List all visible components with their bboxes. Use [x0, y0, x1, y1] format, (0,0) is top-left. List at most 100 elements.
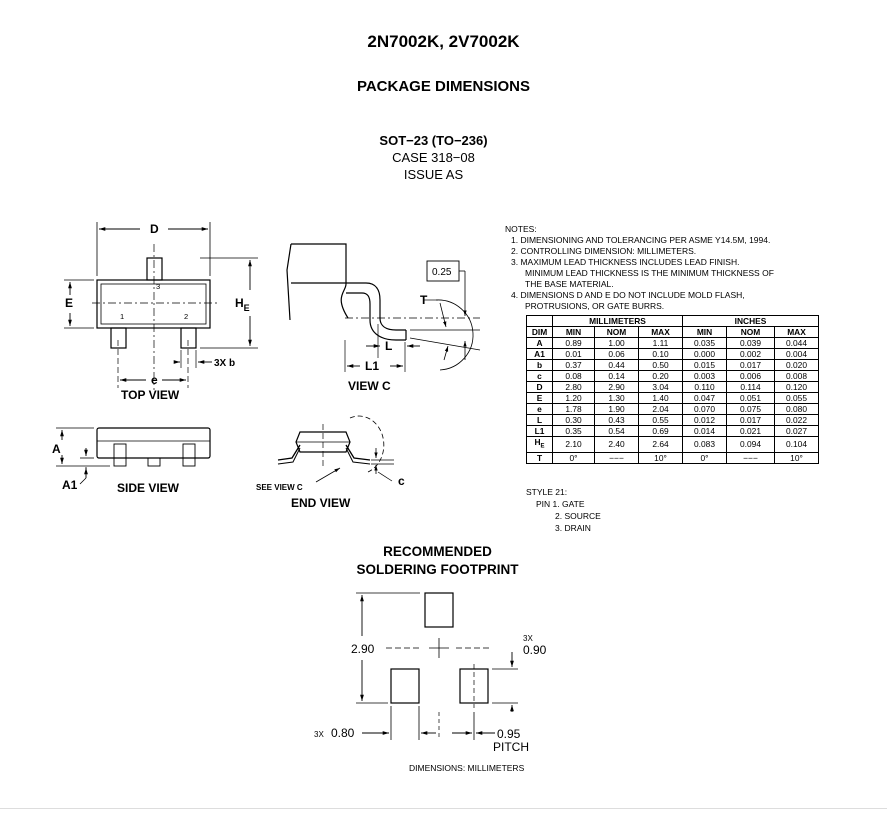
footprint-units-note: DIMENSIONS: MILLIMETERS: [409, 763, 525, 773]
pin-3-number: 3: [156, 282, 160, 291]
footprint-pitch-value: 0.95: [497, 727, 521, 741]
value-cell: 0.012: [682, 414, 727, 426]
dim-symbol: H: [534, 437, 541, 447]
note-line: THE BASE MATERIAL.: [525, 279, 614, 289]
value-cell: 0.120: [774, 381, 819, 393]
value-cell: 0°: [682, 451, 727, 464]
value-cell: 0.54: [594, 425, 639, 437]
value-cell: 0.015: [682, 359, 727, 371]
value-cell: 0.075: [726, 403, 775, 415]
value-cell: 0.083: [682, 436, 727, 453]
dim-a-label: A: [52, 442, 61, 456]
end-view-caption: END VIEW: [291, 496, 351, 510]
value-cell: 1.00: [594, 337, 639, 349]
dim-cell: c: [526, 370, 553, 382]
value-cell: 1.11: [638, 337, 683, 349]
value-cell: −−−: [594, 451, 639, 464]
dim-symbol: A: [536, 338, 543, 348]
style-title: STYLE 21:: [526, 487, 568, 497]
dim-cell: A1: [526, 348, 553, 360]
dim-cell: D: [526, 381, 553, 393]
column-header: MAX: [774, 326, 819, 338]
value-cell: 0.01: [552, 348, 595, 360]
dim-he-label: HE: [235, 296, 250, 313]
footprint-title-line-1: RECOMMENDED: [383, 544, 492, 559]
value-cell: 10°: [774, 451, 819, 464]
value-cell: 0.094: [726, 436, 775, 453]
footprint-pad-width-value: 0.80: [331, 726, 355, 740]
value-cell: 0.89: [552, 337, 595, 349]
value-cell: 0.10: [638, 348, 683, 360]
value-cell: 0.017: [726, 414, 775, 426]
value-cell: 0.06: [594, 348, 639, 360]
dim-symbol: L: [536, 415, 543, 425]
dim-symbol: L1: [534, 426, 545, 436]
value-cell: 2.04: [638, 403, 683, 415]
value-cell: 10°: [638, 451, 683, 464]
value-cell: 0.55: [638, 414, 683, 426]
value-cell: 0.004: [774, 348, 819, 360]
dim-symbol: e: [537, 404, 542, 414]
part-number-title: 2N7002K, 2V7002K: [367, 32, 520, 51]
value-cell: 0.08: [552, 370, 595, 382]
value-cell: 0.055: [774, 392, 819, 404]
column-header: MIN: [682, 326, 727, 338]
dim-symbol: D: [536, 382, 543, 392]
notes-heading: NOTES:: [505, 224, 537, 234]
value-cell: 0.114: [726, 381, 775, 393]
view-c-caption: VIEW C: [348, 379, 391, 393]
value-cell: 2.90: [594, 381, 639, 393]
dim-cell: HE: [526, 436, 553, 453]
value-cell: 0.14: [594, 370, 639, 382]
dim-c-label: c: [398, 474, 405, 488]
value-cell: 0.003: [682, 370, 727, 382]
package-issue: ISSUE AS: [403, 167, 464, 182]
value-cell: 0.20: [638, 370, 683, 382]
column-header: MAX: [638, 326, 683, 338]
footprint-height-value: 2.90: [351, 642, 375, 656]
view-c-drawing: [286, 243, 481, 372]
note-line: 2. CONTROLLING DIMENSION: MILLIMETERS.: [511, 246, 697, 256]
pin-1-number: 1: [120, 312, 124, 321]
top-view-caption: TOP VIEW: [121, 388, 180, 402]
footprint-pitch-label: PITCH: [493, 740, 529, 754]
dim-symbol: c: [537, 371, 542, 381]
value-cell: 0.002: [726, 348, 775, 360]
value-cell: 0.000: [682, 348, 727, 360]
footprint-title-line-2: SOLDERING FOOTPRINT: [356, 562, 519, 577]
footprint-pad-width-multiplier: 3X: [314, 730, 324, 739]
footprint-title: RECOMMENDED SOLDERING FOOTPRINT: [300, 543, 575, 579]
side-view-caption: SIDE VIEW: [117, 481, 180, 495]
notes-block: NOTES: 1. DIMENSIONING AND TOLERANCING P…: [505, 224, 774, 312]
value-cell: 0°: [552, 451, 595, 464]
value-cell: 0.027: [774, 425, 819, 437]
gauge-plane-value: 0.25: [432, 267, 452, 278]
dim-symbol: T: [536, 452, 543, 463]
value-cell: 1.40: [638, 392, 683, 404]
column-header: MIN: [552, 326, 595, 338]
value-cell: 0.020: [774, 359, 819, 371]
pin-assignment: 2. SOURCE: [555, 511, 601, 521]
style-21-pinout: STYLE 21: PIN 1. GATE 2. SOURCE 3. DRAIN: [526, 486, 601, 534]
footprint-pad-height-multiplier: 3X: [523, 634, 533, 643]
footprint-drawing: [356, 592, 518, 740]
value-cell: 0.006: [726, 370, 775, 382]
column-header: NOM: [726, 326, 775, 338]
value-cell: 0.014: [682, 425, 727, 437]
value-cell: 2.80: [552, 381, 595, 393]
pin-assignment: PIN 1. GATE: [536, 499, 585, 509]
dim-cell: E: [526, 392, 553, 404]
note-line: PROTRUSIONS, OR GATE BURRS.: [525, 301, 665, 311]
value-cell: 1.30: [594, 392, 639, 404]
pin-assignment: 3. DRAIN: [555, 523, 591, 533]
note-line: 4. DIMENSIONS D AND E DO NOT INCLUDE MOL…: [511, 290, 745, 300]
value-cell: 0.110: [682, 381, 727, 393]
